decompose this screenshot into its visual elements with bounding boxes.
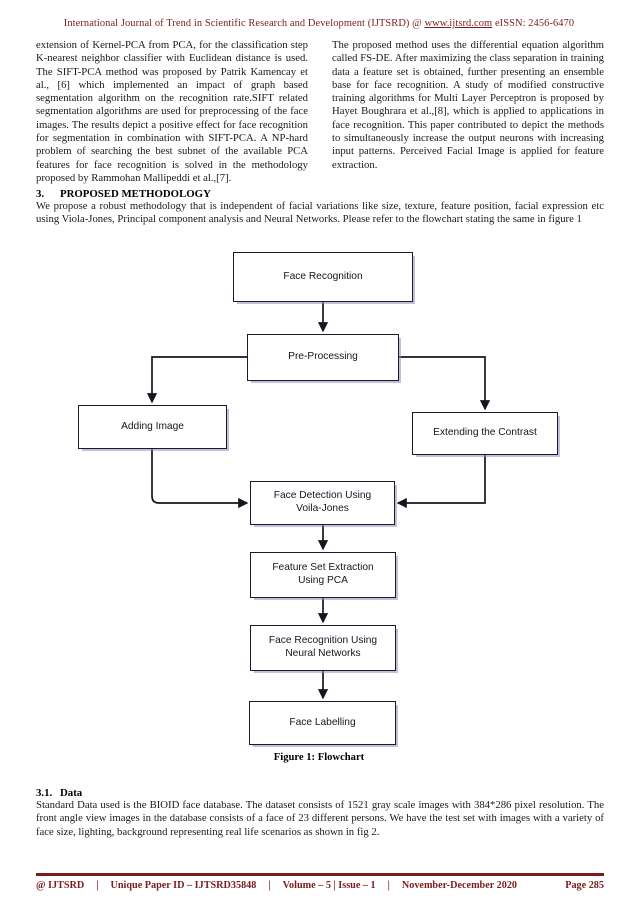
section-body-data: Standard Data used is the BIOID face dat… bbox=[36, 799, 604, 838]
journal-header-prefix: International Journal of Trend in Scient… bbox=[63, 18, 425, 29]
two-column-text-block: extension of Kernel-PCA from PCA, for th… bbox=[36, 39, 604, 184]
footer-volume-issue: Volume – 5 | Issue – 1 bbox=[282, 880, 376, 891]
section-title-3: PROPOSED METHODOLOGY bbox=[60, 188, 211, 200]
journal-running-header: International Journal of Trend in Scient… bbox=[0, 18, 638, 29]
section-number-3: 3. bbox=[36, 188, 45, 200]
section-heading-methodology: 3. PROPOSED METHODOLOGY bbox=[36, 188, 211, 200]
footer-separator-3: | bbox=[387, 880, 390, 891]
page-footer: @ IJTSRD | Unique Paper ID – IJTSRD35848… bbox=[36, 880, 604, 891]
flowchart-node-adding-image[interactable]: Adding Image bbox=[78, 405, 227, 449]
footer-separator-1: | bbox=[96, 880, 99, 891]
footer-page-number: Page 285 bbox=[565, 880, 604, 891]
section-title-31: Data bbox=[60, 787, 83, 799]
footer-issue-date: November-December 2020 bbox=[401, 880, 518, 891]
flowchart-node-face-recognition[interactable]: Face Recognition bbox=[233, 252, 413, 302]
journal-header-suffix: eISSN: 2456-6470 bbox=[492, 18, 575, 29]
section-heading-data: 3.1. Data bbox=[36, 787, 82, 799]
footer-separator-2: | bbox=[268, 880, 271, 891]
flowchart-node-face-labelling[interactable]: Face Labelling bbox=[249, 701, 396, 745]
flowchart-node-pre-processing[interactable]: Pre-Processing bbox=[247, 334, 399, 381]
edge-adding-image-to-face-detection bbox=[151, 449, 249, 509]
flowchart-node-extending-contrast[interactable]: Extending the Contrast bbox=[412, 412, 558, 455]
body-column-right: The proposed method uses the differentia… bbox=[332, 39, 604, 171]
footer-paper-id: Unique Paper ID – IJTSRD35848 bbox=[110, 880, 257, 891]
section-number-31: 3.1. bbox=[36, 787, 53, 799]
body-column-left: extension of Kernel-PCA from PCA, for th… bbox=[36, 39, 308, 184]
edge-pre-processing-to-extending-contrast bbox=[399, 356, 491, 411]
section-body-methodology: We propose a robust methodology that is … bbox=[36, 200, 604, 226]
footer-journal-abbrev: @ IJTSRD bbox=[36, 880, 85, 891]
footer-divider-rule bbox=[36, 873, 604, 876]
edge-extending-contrast-to-face-detection bbox=[396, 455, 486, 509]
edge-pre-processing-to-adding-image bbox=[146, 356, 247, 404]
figure-caption: Figure 1: Flowchart bbox=[273, 752, 365, 763]
journal-website-link[interactable]: www.ijtsrd.com bbox=[424, 18, 493, 29]
